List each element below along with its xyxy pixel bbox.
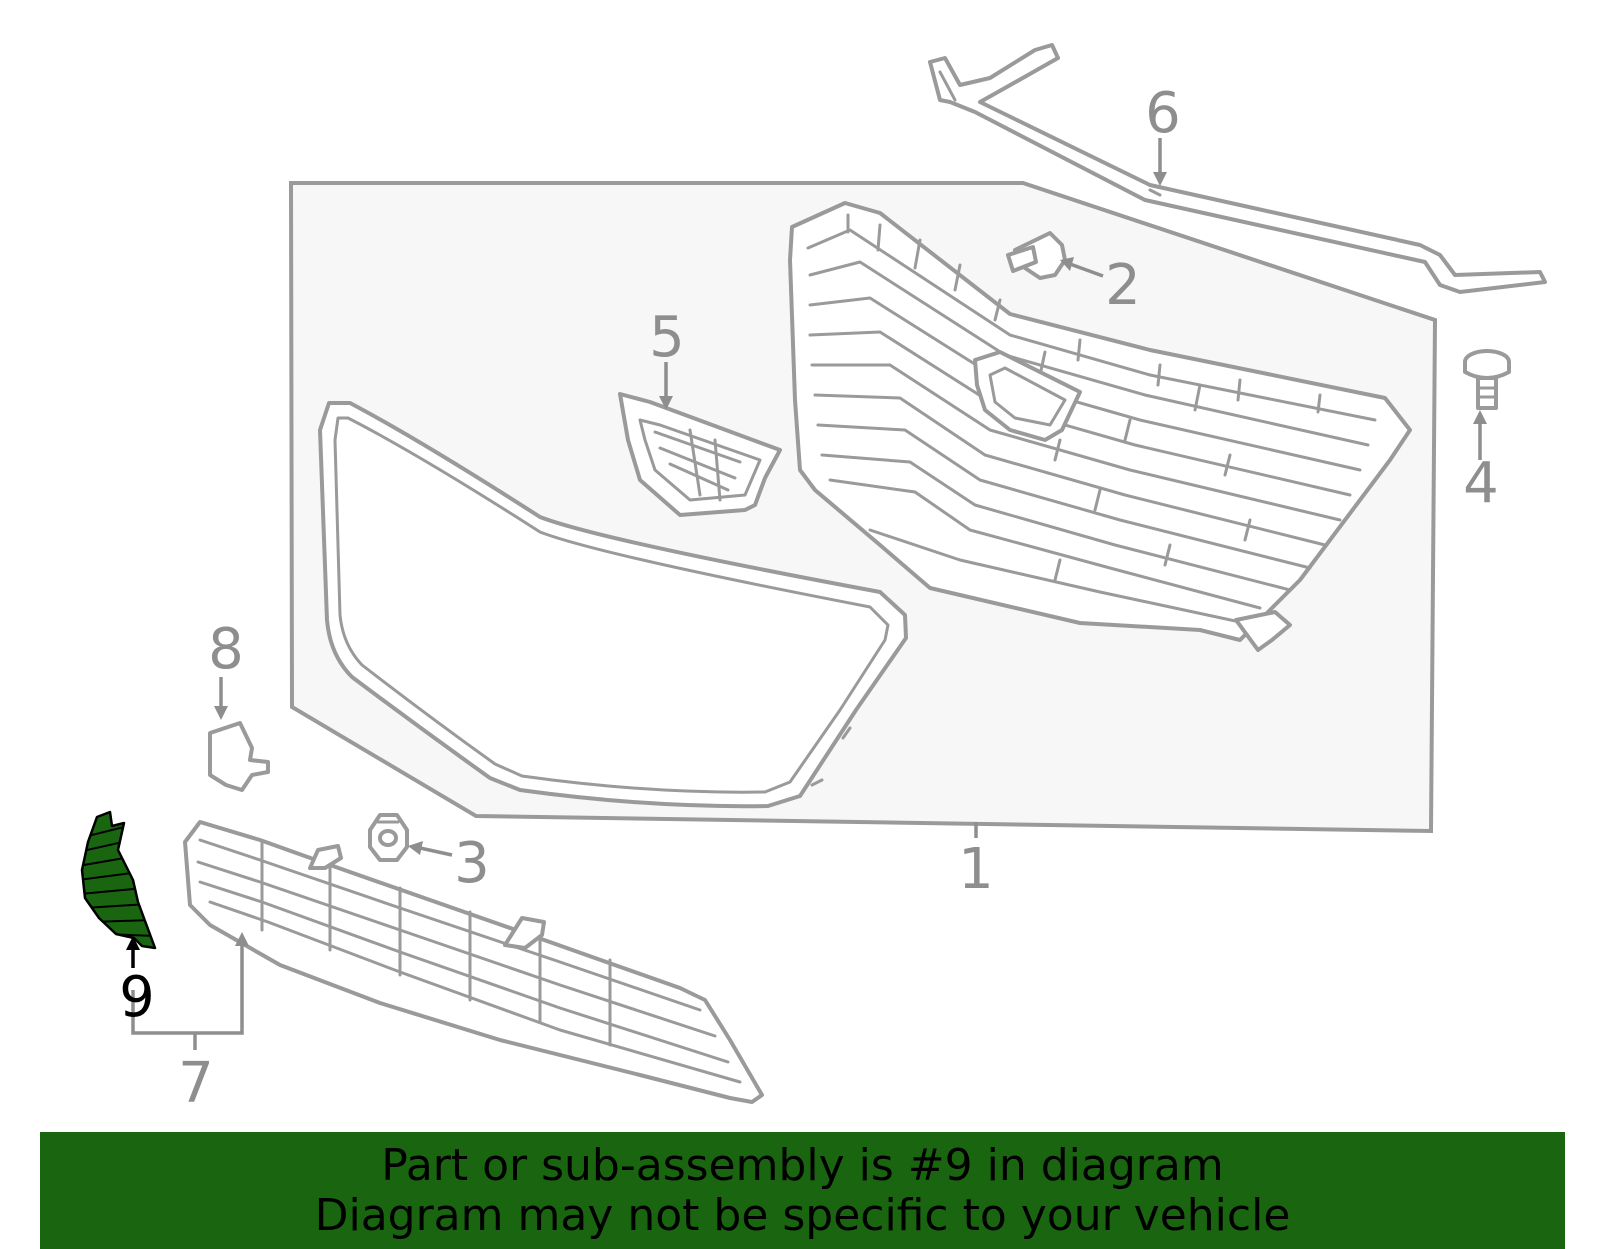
callout-4: 4 — [1463, 451, 1499, 516]
info-banner: Part or sub-assembly is #9 in diagram Di… — [40, 1132, 1565, 1249]
bracket-part-8 — [208, 721, 270, 792]
bolt-part-2 — [1006, 231, 1067, 280]
screw-part-4 — [1463, 349, 1511, 410]
selected-part-9 — [80, 810, 157, 950]
callout-5: 5 — [649, 305, 685, 370]
callout-7: 7 — [178, 1051, 214, 1116]
nut-part-3 — [368, 813, 409, 862]
leader-lines — [126, 138, 1487, 1050]
callout-3: 3 — [454, 831, 490, 896]
main-grille — [788, 201, 1412, 652]
emblem-part-5 — [618, 392, 782, 517]
support-rod-part-6 — [928, 43, 1547, 294]
callout-2: 2 — [1105, 253, 1141, 318]
callout-6: 6 — [1145, 81, 1181, 146]
callout-9: 9 — [119, 965, 155, 1030]
callout-1: 1 — [958, 837, 994, 902]
banner-line-1: Part or sub-assembly is #9 in diagram — [381, 1139, 1224, 1191]
grille-surround — [318, 401, 908, 809]
callout-8: 8 — [208, 617, 244, 682]
banner-line-2: Diagram may not be specific to your vehi… — [314, 1189, 1291, 1241]
lower-grille-part-7 — [183, 820, 764, 1104]
